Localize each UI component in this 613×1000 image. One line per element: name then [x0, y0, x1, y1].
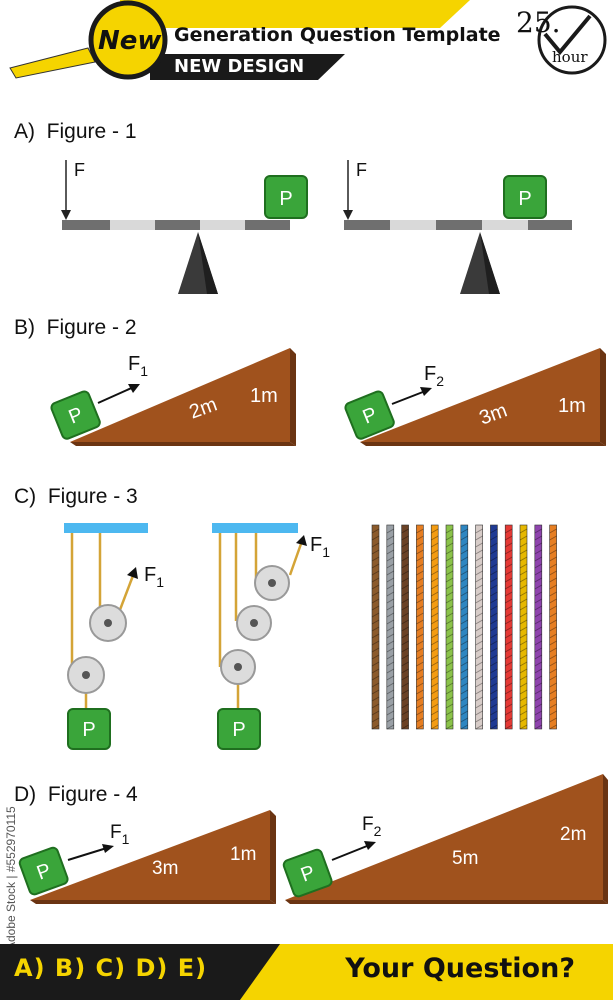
force-label: F — [362, 814, 374, 835]
block-label: P — [279, 188, 292, 210]
svg-text:F1: F1 — [128, 353, 148, 379]
block-label: P — [82, 719, 95, 741]
force-subscript: 1 — [322, 544, 330, 560]
force-subscript: 1 — [122, 831, 130, 847]
force-label: F — [74, 160, 85, 180]
svg-text:F2: F2 — [362, 814, 382, 839]
section-c-label: C) Figure - 3 — [14, 485, 138, 508]
force-subscript: 1 — [140, 363, 148, 379]
lever-right: F P — [343, 160, 572, 294]
clock-number: 25. — [516, 6, 561, 39]
force-subscript: 2 — [374, 823, 382, 839]
rope-sample — [460, 524, 469, 730]
figure-2-ramps: 2m 1m P F1 3m 1m P F2 — [50, 348, 606, 446]
section-b-label: B) Figure - 2 — [14, 316, 137, 339]
pulley-system-right: P F1 — [212, 523, 330, 750]
rope-sample — [504, 524, 513, 730]
length-label: 5m — [452, 848, 478, 869]
footer-question-band — [240, 944, 613, 1000]
force-subscript: 2 — [436, 373, 444, 389]
ramp-right: 3m 1m P F2 — [344, 348, 606, 446]
lever-left: F P — [61, 160, 308, 294]
rope-sample — [416, 524, 424, 730]
height-label: 1m — [558, 395, 586, 417]
rope-sample — [386, 524, 395, 730]
clock-unit: hour — [552, 48, 588, 66]
page-title: Generation Question Template — [174, 24, 501, 46]
ramp-right: 5m 2m P F2 — [282, 774, 608, 904]
rope-sample — [549, 524, 557, 730]
block-label: P — [232, 719, 245, 741]
force-label: F — [424, 363, 436, 385]
svg-text:F1: F1 — [110, 822, 130, 847]
section-a-label: A) Figure - 1 — [14, 120, 137, 143]
rope-sample — [534, 524, 543, 730]
figure-4-ramps: 3m 1m P F1 5m 2m P F2 — [18, 774, 608, 904]
force-label: F — [310, 534, 322, 556]
ramp-left: 2m 1m P F1 — [50, 348, 296, 446]
rope-samples — [371, 524, 557, 730]
answer-options: A) B) C) D) E) — [14, 954, 208, 982]
question-prompt: Your Question? — [345, 953, 575, 984]
rope-sample — [490, 524, 498, 730]
stock-watermark: Adobe Stock | #552970115 — [4, 806, 18, 950]
figure-3-pulleys: P F1 P F1 — [64, 523, 557, 750]
force-label: F — [356, 160, 367, 180]
figure-1-levers: F P F P — [61, 160, 572, 294]
rope-sample — [430, 524, 439, 730]
new-badge: New — [98, 26, 162, 56]
pulley-system-left: P F1 — [64, 523, 164, 750]
length-label: 3m — [152, 858, 178, 879]
rope-sample — [519, 524, 528, 730]
page-subtitle: NEW DESIGN — [174, 56, 305, 77]
height-label: 1m — [230, 844, 256, 865]
section-d-label: D) Figure - 4 — [14, 783, 138, 806]
rope-sample — [401, 524, 409, 730]
header: New Generation Question Template NEW DES… — [0, 0, 613, 82]
ramp-left: 3m 1m P F1 — [18, 810, 276, 904]
force-label: F — [110, 822, 122, 843]
rope-sample — [371, 524, 380, 730]
svg-text:F1: F1 — [310, 534, 330, 560]
svg-text:F1: F1 — [144, 564, 164, 590]
rope-sample — [475, 524, 483, 730]
height-label: 2m — [560, 824, 586, 845]
height-label: 1m — [250, 385, 278, 407]
force-subscript: 1 — [156, 574, 164, 590]
force-label: F — [144, 564, 156, 586]
rope-sample — [445, 524, 454, 730]
block-label: P — [518, 188, 531, 210]
header-graphics — [9, 0, 607, 80]
force-label: F — [128, 353, 140, 375]
svg-text:F2: F2 — [424, 363, 444, 389]
